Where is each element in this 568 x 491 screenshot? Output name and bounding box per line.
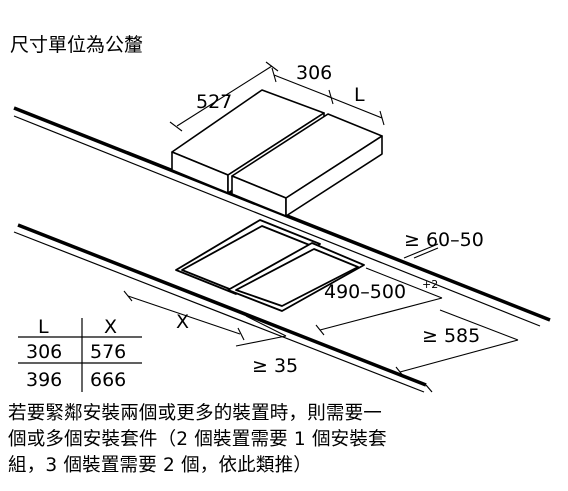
depth-dimension: 527 [196, 91, 232, 113]
note-line: 組，3 個裝置需要 2 個，依此類推） [8, 455, 312, 476]
cooktop-modules [171, 89, 383, 217]
side-gap-dimension: ≥ 35 [252, 355, 298, 377]
cutout-width-label: X [176, 311, 189, 333]
table-header-x: X [104, 316, 117, 338]
table-cell: 576 [90, 341, 126, 363]
width-dimension: 306 [296, 62, 332, 84]
cutout-openings [175, 219, 365, 312]
side-dimension-lines [123, 243, 519, 378]
table-header-l: L [38, 316, 49, 338]
cutout-tolerance: +2 [422, 278, 438, 291]
rear-gap-dimension: ≥ 585 [422, 325, 480, 347]
cutout-depth-dimension: 490–500 [324, 281, 406, 303]
note-line: 若要緊鄰安裝兩個或更多的裝置時，則需要一 [8, 403, 383, 424]
table-cell: 306 [26, 341, 62, 363]
lower-countertop [13, 223, 433, 393]
table-cell: 396 [26, 369, 62, 391]
size-table: L X 306 576 396 666 [18, 316, 142, 392]
installation-note: 若要緊鄰安裝兩個或更多的裝置時，則需要一 個或多個安裝套件（2 個裝置需要 1 … [8, 401, 564, 479]
top-dimension-lines [169, 61, 385, 132]
length-label: L [354, 84, 365, 106]
note-line: 個或多個安裝套件（2 個裝置需要 1 個安裝套 [8, 429, 387, 450]
table-cell: 666 [90, 369, 126, 391]
page-title: 尺寸單位為公釐 [10, 34, 143, 56]
front-gap-dimension: ≥ 60–50 [404, 229, 484, 251]
